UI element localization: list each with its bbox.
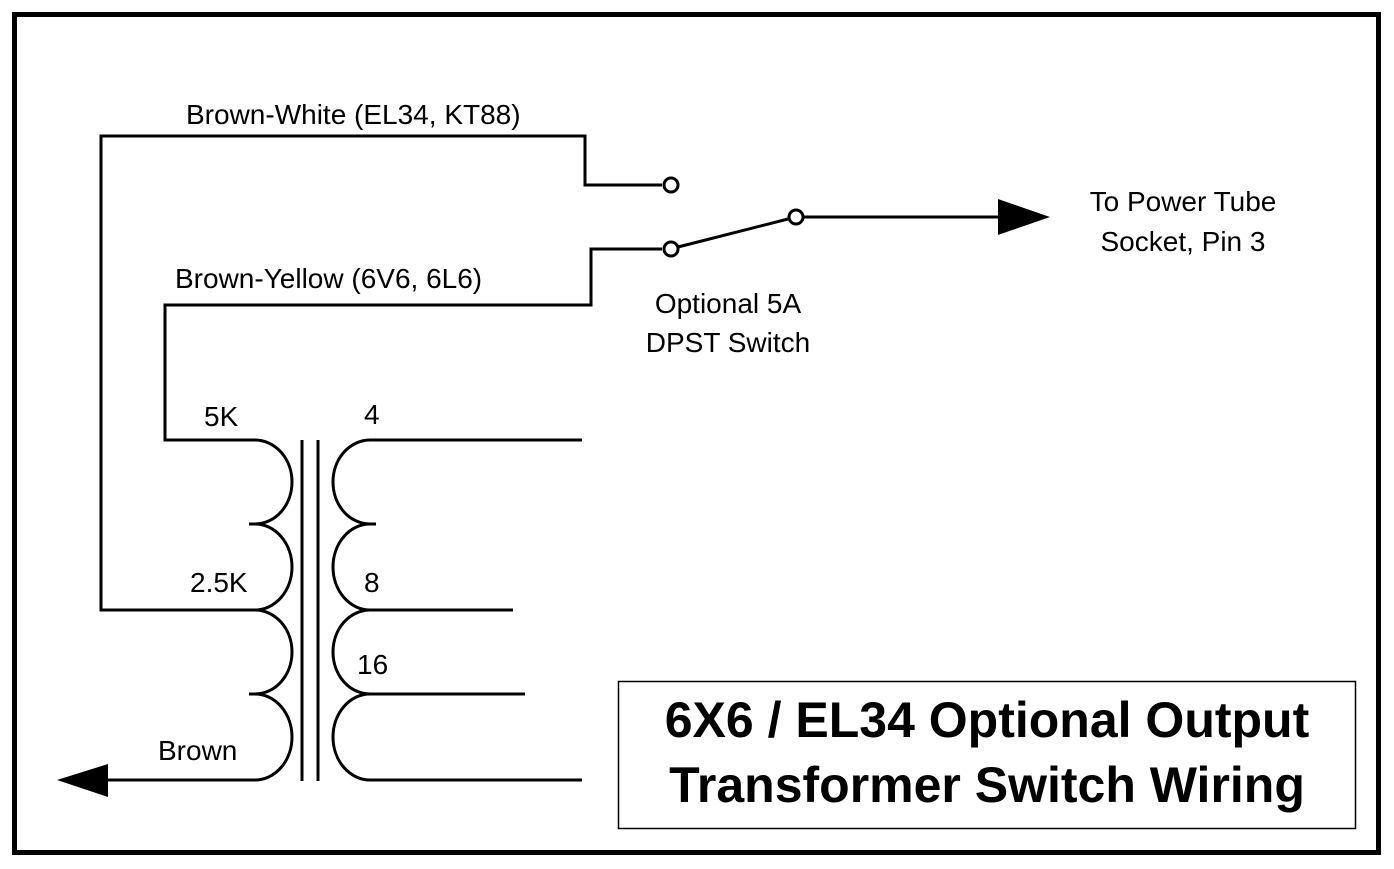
brown-white-wire (99, 134, 662, 612)
title-line2: Transformer Switch Wiring (669, 757, 1305, 813)
brown-arrow-icon (57, 764, 108, 797)
title-line1: 6X6 / EL34 Optional Output (665, 692, 1310, 748)
secondary-tap-4-label: 4 (364, 399, 380, 430)
primary-tap-2-5k-label: 2.5K (190, 567, 248, 598)
primary-tap-5k-label: 5K (204, 401, 239, 432)
secondary-winding (331, 438, 376, 782)
switch-label-line1: Optional 5A (655, 288, 802, 319)
switch-label-line2: DPST Switch (646, 327, 810, 358)
outer-frame (12, 12, 1381, 855)
switch-blade (677, 217, 789, 249)
primary-winding (249, 438, 294, 782)
secondary-tap-16-label: 16 (357, 649, 388, 680)
output-label-line1: To Power Tube (1090, 186, 1277, 217)
switch-contact-upper (662, 176, 680, 194)
title-box (617, 680, 1357, 830)
secondary-tap-8-label: 8 (364, 567, 380, 598)
brown-white-label: Brown-White (EL34, KT88) (186, 99, 521, 130)
output-arrow-icon (998, 199, 1050, 235)
brown-label: Brown (158, 735, 237, 766)
brown-yellow-wire (163, 247, 662, 442)
switch-common-contact (787, 208, 805, 226)
output-label-line2: Socket, Pin 3 (1101, 226, 1266, 257)
brown-yellow-label: Brown-Yellow (6V6, 6L6) (175, 263, 482, 294)
switch-contact-lower (662, 240, 680, 258)
